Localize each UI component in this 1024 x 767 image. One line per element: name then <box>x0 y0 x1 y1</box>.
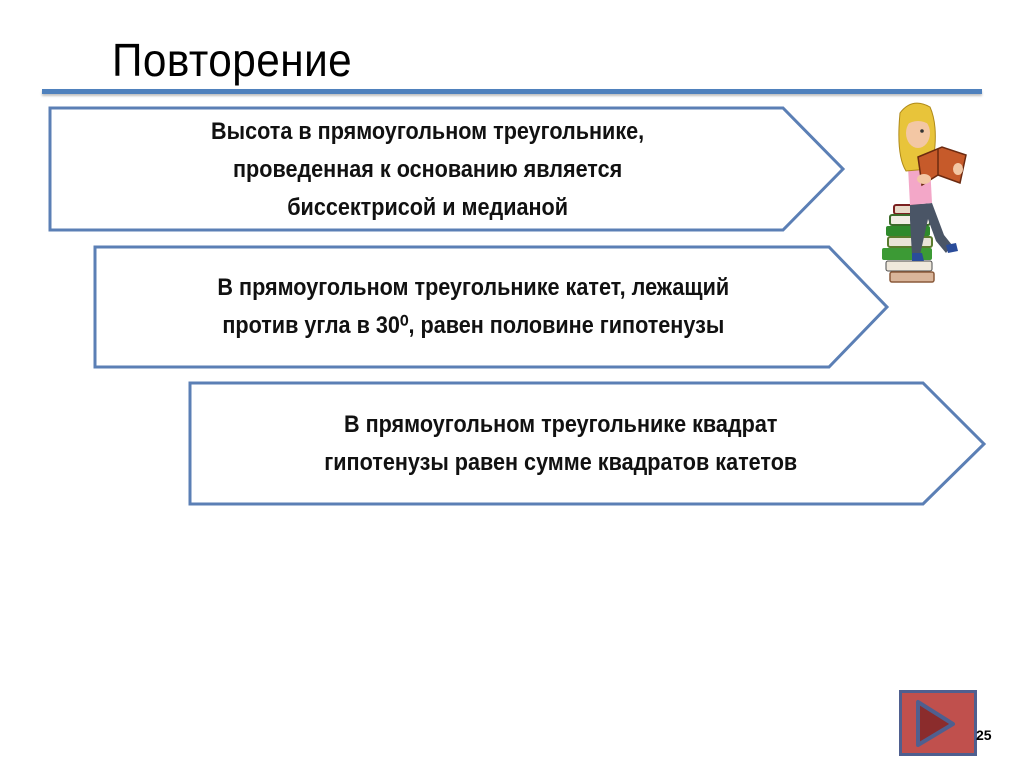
play-next-icon <box>899 690 977 756</box>
statement-3-shape: В прямоугольном треугольнике квадрат гип… <box>188 381 988 508</box>
statement-2-line-2: против угла в 30⁰, равен половине гипоте… <box>222 312 724 339</box>
statement-2-line-1: В прямоугольном треугольнике катет, лежа… <box>217 274 729 301</box>
page-number: 25 <box>976 727 992 743</box>
statement-1-line-3: биссектрисой и медианой <box>287 194 569 221</box>
girl-reading-on-books-icon <box>872 95 972 295</box>
statement-3-line-1: В прямоугольном треугольнике квадрат <box>343 411 778 438</box>
statement-2-text: В прямоугольном треугольнике катет, лежа… <box>93 247 853 367</box>
next-slide-button[interactable] <box>899 690 977 756</box>
slide-title: Повторение <box>112 34 353 86</box>
statement-1-line-2: проведенная к основанию является <box>233 156 623 183</box>
pentagon-arrow-icon <box>188 381 987 506</box>
pentagon-arrow-icon <box>93 245 890 369</box>
statement-2-shape: В прямоугольном треугольнике катет, лежа… <box>93 245 893 371</box>
statement-3-text: В прямоугольном треугольнике квадрат гип… <box>188 383 933 505</box>
pentagon-arrow-icon <box>48 106 846 232</box>
title-divider <box>42 89 982 94</box>
statement-3-line-2: гипотенузы равен сумме квадратов катетов <box>324 449 797 476</box>
statement-1-text: Высота в прямоугольном треугольнике, про… <box>68 110 788 230</box>
statement-1-shape: Высота в прямоугольном треугольнике, про… <box>48 106 848 234</box>
statement-1-line-1: Высота в прямоугольном треугольнике, <box>211 118 645 145</box>
